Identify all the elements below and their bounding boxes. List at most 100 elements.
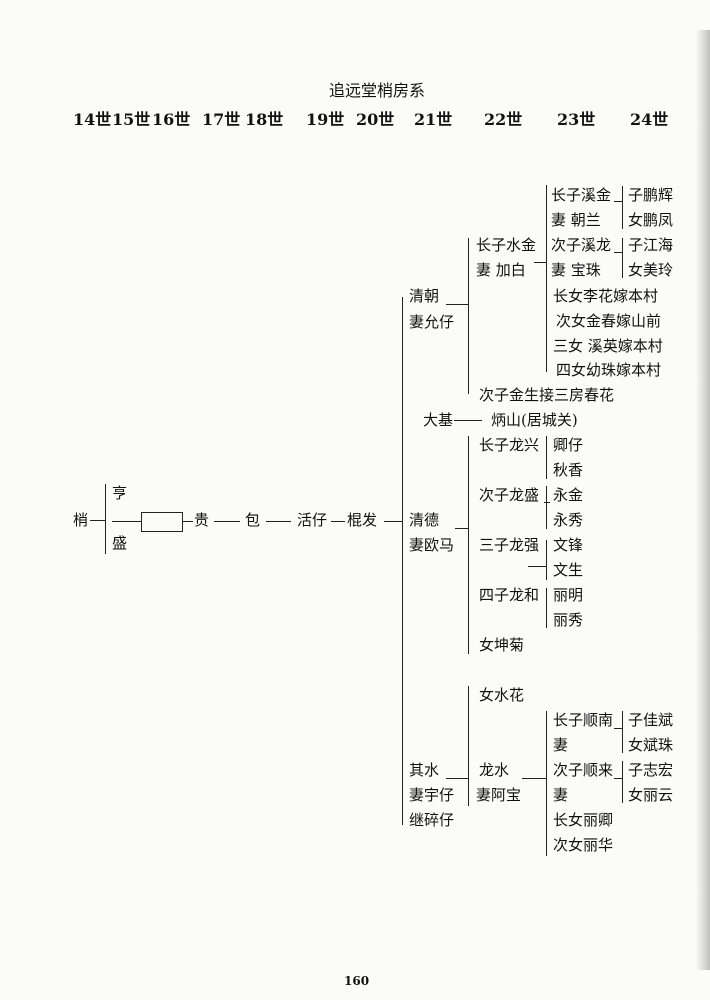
spouse-name: 妻 [553,736,569,754]
spouse-name: 妻 [553,786,569,804]
generation-label: 23世 [557,110,596,129]
generation-label: 20世 [356,110,395,129]
spouse-name: 妻允仔 [409,313,455,331]
connector-line [614,728,622,729]
person-name: 丽明 [553,586,584,604]
connector-line [622,186,623,229]
generation-label: 18世 [245,110,284,129]
person-name: 清德 [409,511,440,529]
person-name: 女坤菊 [479,636,525,654]
generation-label: 15世 [112,110,151,129]
connector-line [105,484,106,554]
generation-label: 24世 [630,110,669,129]
generation-label: 19世 [306,110,345,129]
person-name: 子江海 [628,236,674,254]
spouse-name: 妻 宝珠 [551,261,601,279]
person-name: 永秀 [553,511,584,529]
person-name: 长女丽卿 [553,811,614,829]
connector-line [522,778,546,779]
person-name: 永金 [553,486,584,504]
connector-line [214,521,240,522]
person-name: 次子龙盛 [479,486,540,504]
person-name: 长子顺南 [553,711,614,729]
generation-label: 21世 [414,110,453,129]
person-name: 龙水 [479,761,510,779]
person-name: 大基 [423,411,454,429]
person-name: 女美玲 [628,261,674,279]
spouse-name: 妻 朝兰 [551,211,601,229]
person-name: 长子龙兴 [479,436,540,454]
person-name: 次子金生接三房春花 [479,386,615,404]
connector-line [622,238,623,278]
person-name: 女丽云 [628,786,674,804]
person-name: 长子溪金 [551,186,612,204]
connector-line [331,521,345,522]
person-name: 三女 溪英嫁本村 [553,337,663,355]
person-name: 女斌珠 [628,736,674,754]
connector-line [266,521,291,522]
person-name: 亨 [112,484,128,502]
connector-line [546,711,547,856]
connector-line [622,761,623,803]
generation-label: 16世 [152,110,191,129]
connector-line [534,262,546,263]
connector-line [546,588,547,628]
person-name: 长女李花嫁本村 [553,287,659,305]
connector-line [384,521,402,522]
connector-line [546,540,547,580]
connector-line [614,201,622,202]
connector-line [468,436,469,654]
person-name: 次女金春嫁山前 [556,312,662,330]
connector-line [614,252,622,253]
page-title: 追远堂梢房系 [329,81,426,100]
page-edge-shadow [696,30,710,970]
person-name: 继碎仔 [409,811,455,829]
person-name: 次女丽华 [553,836,614,854]
connector-line [546,436,547,479]
connector-line [468,686,469,806]
connector-line [544,502,550,503]
person-name: 女鹏凤 [628,211,674,229]
spouse-name: 妻阿宝 [476,786,522,804]
person-name: 次子顺来 [553,761,614,779]
person-name: 四子龙和 [479,586,540,604]
connector-line [528,566,546,567]
generation-label: 17世 [202,110,241,129]
person-name: 子志宏 [628,761,674,779]
connector-line [546,486,547,529]
connector-line [622,711,623,753]
connector-line [446,304,468,305]
connector-line [183,521,193,522]
connector-line [614,778,622,779]
connector-line [446,778,468,779]
person-name: 三子龙强 [479,536,540,554]
person-name: 贵 [194,511,210,529]
person-name: 秋香 [553,461,584,479]
connector-line [402,297,403,825]
generation-label: 14世 [73,110,112,129]
connector-line [455,528,468,529]
person-name: 包 [245,511,261,529]
person-name: 棍发 [347,511,378,529]
person-name: 卿仔 [553,436,584,454]
person-name: 长子水金 [476,236,537,254]
blank-name-box [141,512,183,532]
person-name: 子佳斌 [628,711,674,729]
person-name: 炳山(居城关) [491,411,578,429]
generation-label: 22世 [484,110,523,129]
person-name: 文锋 [553,536,584,554]
connector-line [112,521,141,522]
root-name: 梢 [73,511,89,529]
person-name: 清朝 [409,287,440,305]
person-name: 次子溪龙 [551,236,612,254]
person-name: 盛 [112,534,128,552]
person-name: 文生 [553,561,584,579]
connector-line [90,520,105,521]
connector-line [546,185,547,372]
spouse-name: 妻欧马 [409,536,455,554]
connector-line [468,238,469,394]
person-name: 丽秀 [553,611,584,629]
person-name: 子鹏辉 [628,186,674,204]
person-name: 女水花 [479,686,525,704]
person-name: 四女幼珠嫁本村 [556,361,662,379]
